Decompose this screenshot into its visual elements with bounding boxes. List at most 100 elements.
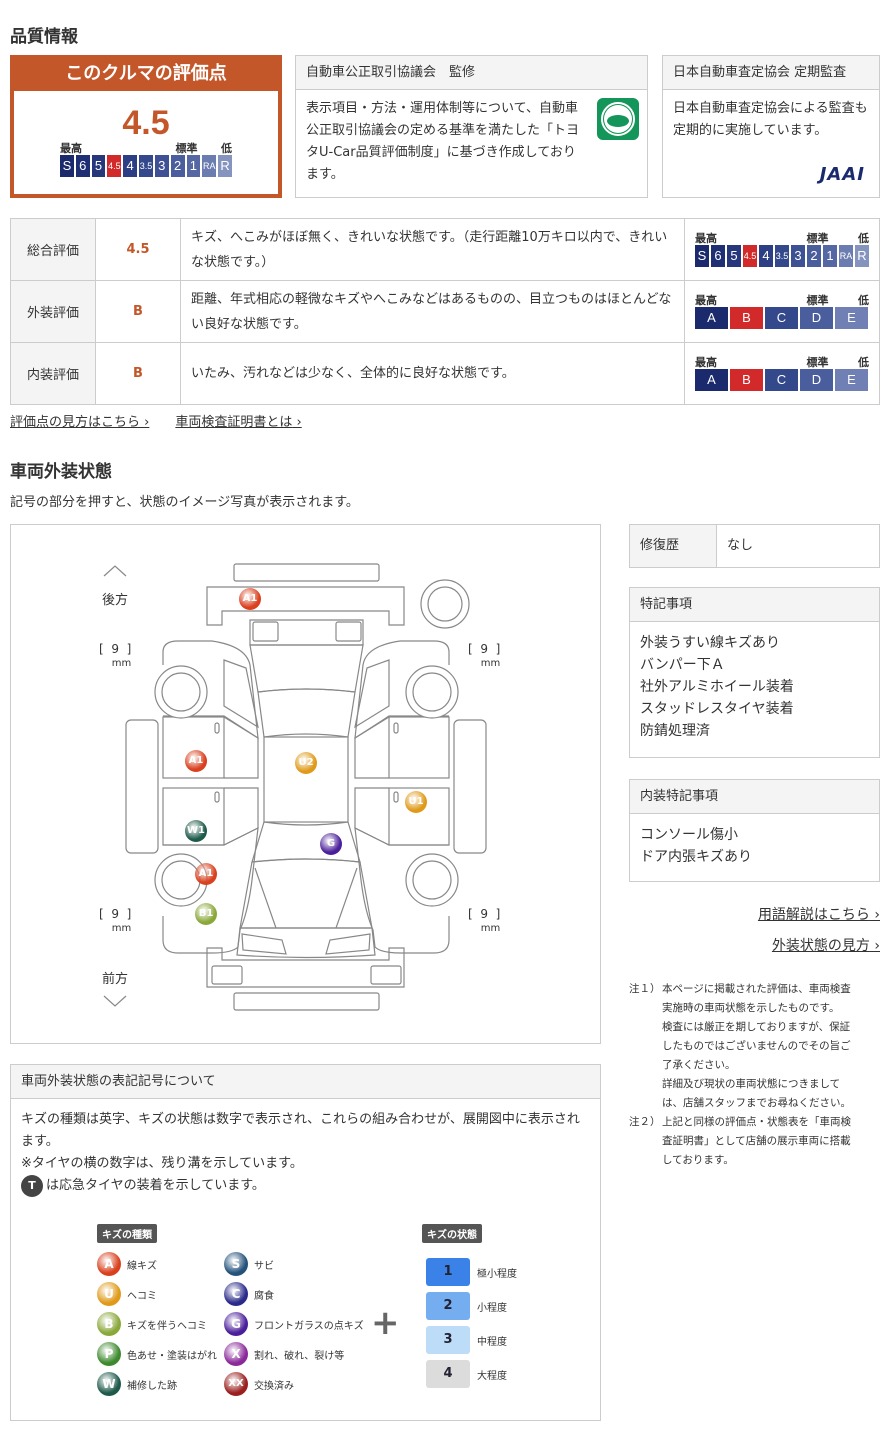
scale-cell: A xyxy=(695,368,728,391)
scale-cell: C xyxy=(765,368,798,391)
scale-cell: R xyxy=(218,155,232,177)
eval-score: 4.5 xyxy=(95,218,181,281)
scale-high: 最高 xyxy=(695,293,717,307)
rear-label: 後方 xyxy=(102,593,129,608)
state-badge: 4 xyxy=(426,1360,470,1388)
eval-score: B xyxy=(95,342,181,405)
damage-w-icon: W xyxy=(97,1372,121,1396)
scale-cell: 4.5 xyxy=(107,155,122,177)
scale-high: 最高 xyxy=(695,231,717,245)
scale-cell: 5 xyxy=(727,244,741,267)
notes: 注１）本ページに掲載された評価は、車両検査実施時の車両状態を示したものです。検査… xyxy=(629,980,881,1170)
damage-b-icon: B xyxy=(97,1312,121,1336)
scale-low: 低 xyxy=(858,355,869,369)
scale-cell: 6 xyxy=(711,244,725,267)
note: 注１）本ページに掲載された評価は、車両検査実施時の車両状態を示したものです。検査… xyxy=(629,983,851,1109)
scale-cell: E xyxy=(835,306,868,329)
eval-desc: 距離、年式相応の軽微なキズやへこみなどはあるものの、目立つものはほとんどない良好… xyxy=(180,280,685,343)
list-item: ドア内張キズあり xyxy=(640,849,752,865)
damage-g-icon: G xyxy=(224,1312,248,1336)
how-to-read-link[interactable]: 評価点の見方はこちら › xyxy=(10,415,150,430)
state-badge: 3 xyxy=(426,1326,470,1354)
jada-logo-icon xyxy=(597,98,639,140)
scale-cell: 1 xyxy=(823,244,837,267)
scale-cell: A xyxy=(695,306,728,329)
scale-std: 標準 xyxy=(806,231,829,245)
state-label: 中程度 xyxy=(477,1337,507,1348)
scale-cell: RA xyxy=(202,155,217,177)
scale-low: 低 xyxy=(858,231,869,245)
exterior-subtitle: 記号の部分を押すと、状態のイメージ写真が表示されます。 xyxy=(10,495,359,510)
eval-label: 総合評価 xyxy=(10,218,96,281)
scale-cell: S xyxy=(60,155,74,177)
eval-desc: いたみ、汚れなどは少なく、全体的に良好な状態です。 xyxy=(180,342,685,405)
front-label: 前方 xyxy=(102,972,129,987)
scale-cell: D xyxy=(800,368,833,391)
list-item: 防錆処理済 xyxy=(640,723,710,739)
eval-desc: キズ、へこみがほぼ無く、きれいな状態です。（走行距離10万キロ以内で、きれいな状… xyxy=(180,218,685,281)
damage-x-icon: X xyxy=(224,1342,248,1366)
scale-high: 最高 xyxy=(695,355,717,369)
damage-marker[interactable]: A1 xyxy=(239,588,261,610)
tread-depth: [ 9 ]mm xyxy=(468,907,501,935)
interior-notes: 内装特記事項 コンソール傷小ドア内張キズあり xyxy=(629,779,880,882)
scale-cell: 5 xyxy=(91,155,106,177)
list-item: 外装うすい線キズあり xyxy=(640,635,780,651)
scale-cell: 6 xyxy=(75,155,90,177)
down-arrow-icon xyxy=(103,995,127,1007)
repair-history: 修復歴 なし xyxy=(629,524,880,568)
damage-marker[interactable]: A1 xyxy=(185,750,207,772)
damage-marker[interactable]: U2 xyxy=(295,752,317,774)
scale-cell: R xyxy=(855,244,869,267)
types-title: キズの種類 xyxy=(97,1224,157,1243)
jada-text: 表示項目・方法・運用体制等について、自動車公正取引協議会の定める基準を満たした「… xyxy=(306,101,580,182)
scale-low: 低 xyxy=(858,293,869,307)
scale-std: 標準 xyxy=(806,355,829,369)
jaai-box: 日本自動車査定協会 定期監査 日本自動車査定協会による監査も定期的に実施していま… xyxy=(662,55,880,198)
legend-text-1: キズの種類は英字、キズの状態は数字で表示され、これらの組み合わせが、展開図中に表… xyxy=(21,1112,580,1149)
eval-score: B xyxy=(95,280,181,343)
scale-cell: C xyxy=(765,306,798,329)
scale-cell: RA xyxy=(839,244,853,267)
exterior-guide-link[interactable]: 外装状態の見方 › xyxy=(771,938,880,954)
legend-text-2: ※タイヤの横の数字は、残り溝を示しています。 xyxy=(21,1156,303,1171)
state-badge: 2 xyxy=(426,1292,470,1320)
scale-cell: D xyxy=(800,306,833,329)
scale-cell: 4 xyxy=(123,155,138,177)
damage-marker[interactable]: B1 xyxy=(195,903,217,925)
scale-cell: 3 xyxy=(791,244,805,267)
special-title: 特記事項 xyxy=(630,588,879,622)
list-item: コンソール傷小 xyxy=(640,827,738,843)
damage-marker[interactable]: G xyxy=(320,833,342,855)
damage-marker[interactable]: W1 xyxy=(185,820,207,842)
damage-s-icon: S xyxy=(224,1252,248,1276)
damage-marker[interactable]: U1 xyxy=(405,791,427,813)
glossary-link[interactable]: 用語解説はこちら › xyxy=(757,907,880,923)
jada-title: 自動車公正取引協議会 監修 xyxy=(296,56,647,90)
scale-cell: E xyxy=(835,368,868,391)
score-value: 4.5 xyxy=(122,104,170,142)
damage-c-icon: C xyxy=(224,1282,248,1306)
state-label: 大程度 xyxy=(477,1371,507,1382)
state-label: 極小程度 xyxy=(477,1269,517,1280)
states-title: キズの状態 xyxy=(422,1224,482,1243)
damage-marker[interactable]: A1 xyxy=(195,863,217,885)
certificate-link[interactable]: 車両検査証明書とは › xyxy=(175,415,302,430)
